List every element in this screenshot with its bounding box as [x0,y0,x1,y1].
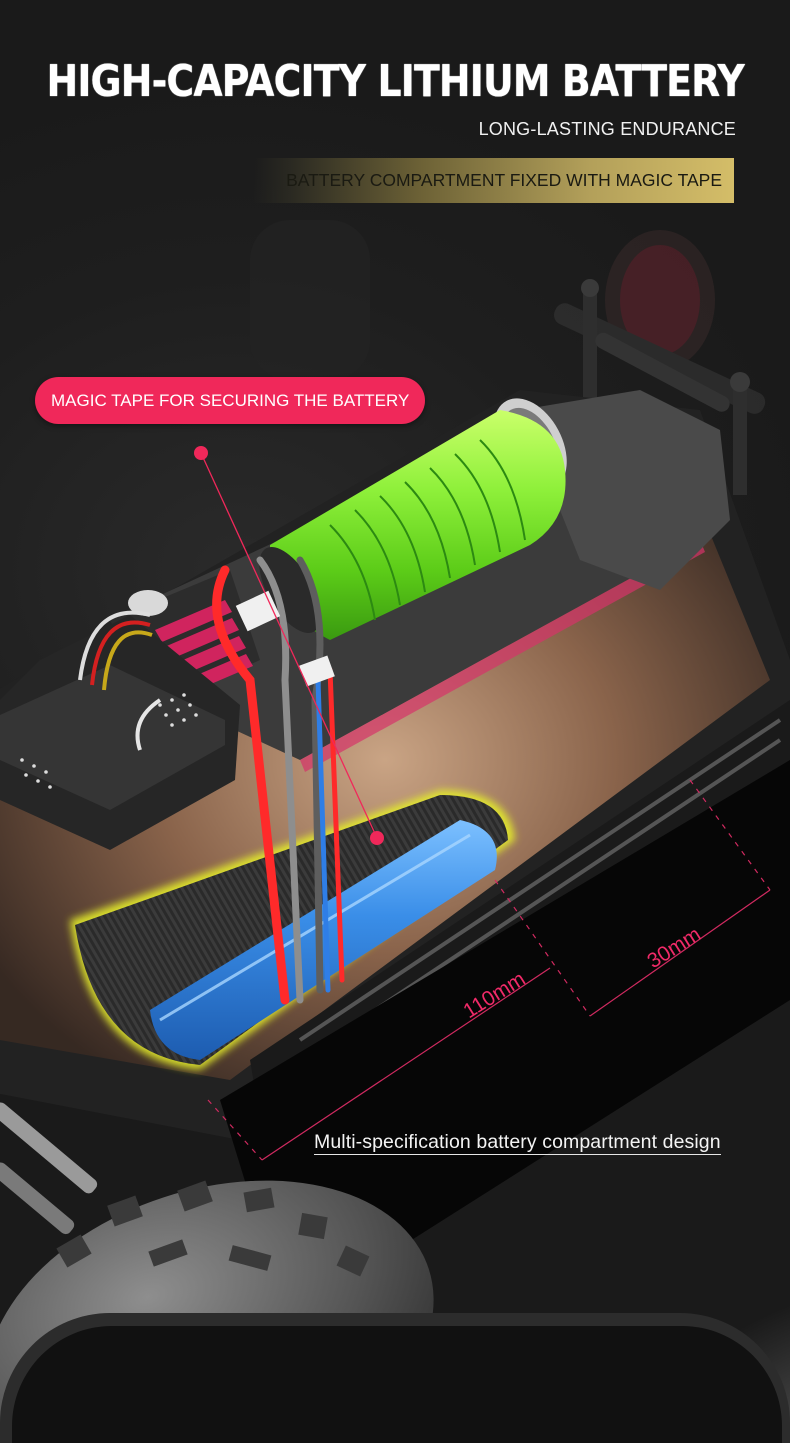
bottom-panel-inner [12,1326,782,1443]
compartment-caption: Multi-specification battery compartment … [314,1131,721,1155]
page-title: HIGH-CAPACITY LITHIUM BATTERY [46,56,745,107]
feature-banner-text: BATTERY COMPARTMENT FIXED WITH MAGIC TAP… [286,170,722,190]
side-rail [220,700,790,1260]
dimension-lines [207,779,771,1161]
callout-leader [194,446,384,845]
motor [259,410,566,640]
power-cables [212,556,345,1005]
receiver [0,610,240,850]
body-posts [581,279,750,495]
bottom-panel [0,1313,790,1443]
battery-tray [70,790,515,1070]
feature-banner: BATTERY COMPARTMENT FIXED WITH MAGIC TAP… [254,158,734,203]
magic-tape-callout: MAGIC TAPE FOR SECURING THE BATTERY [35,377,426,424]
battery-pack [150,820,497,1060]
subtitle: LONG-LASTING ENDURANCE [478,119,736,139]
rear-suspension [250,220,766,414]
